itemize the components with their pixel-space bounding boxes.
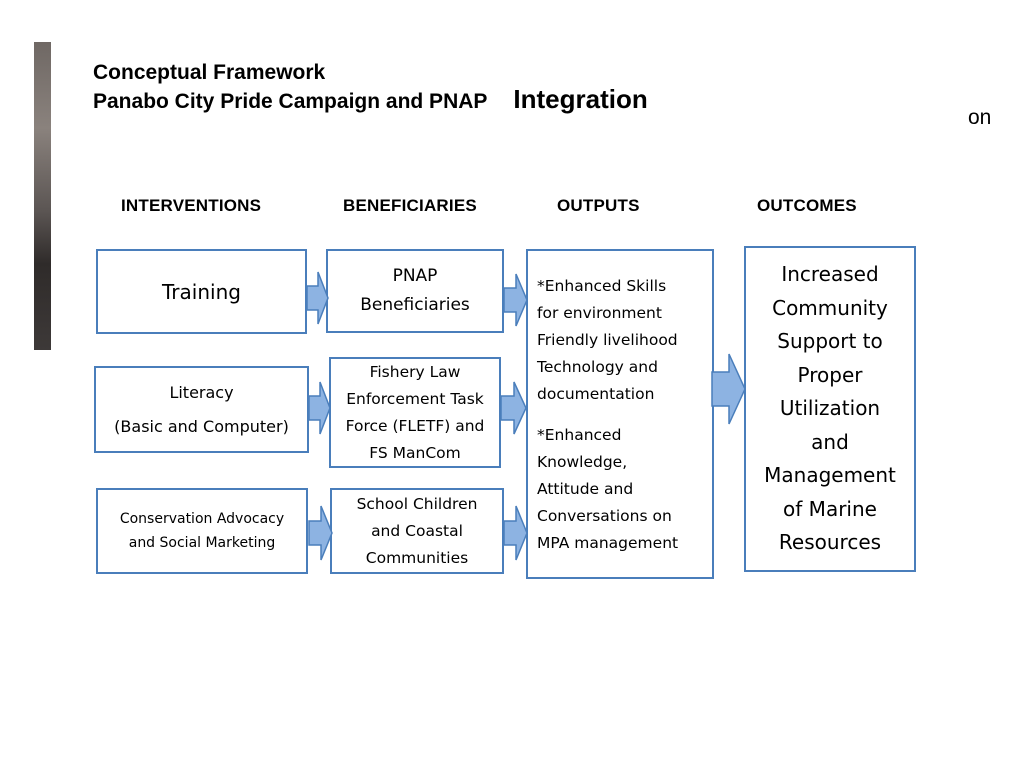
output-enhanced-knowledge: *Enhanced Knowledge, Attitude and Conver… (537, 426, 679, 552)
column-header-outputs: OUTPUTS (557, 196, 640, 215)
arrow-pnap-to-outputs (503, 273, 528, 327)
outputs-box: *Enhanced Skills for environment Friendl… (526, 249, 714, 579)
intervention-training: Training (96, 249, 307, 334)
title-line-1: Conceptual Framework (93, 61, 326, 84)
intervention-conservation-advocacy: Conservation Advocacy and Social Marketi… (96, 488, 308, 574)
side-photo-strip (34, 42, 51, 350)
arrow-fletf-to-outputs (500, 381, 527, 435)
arrow-conservation-to-school (308, 505, 333, 561)
slide-title: Conceptual Framework Panabo City Pride C… (93, 60, 648, 115)
arrow-training-to-pnap (306, 271, 329, 325)
outcome-box: Increased Community Support to Proper Ut… (744, 246, 916, 572)
arrow-literacy-to-fletf (308, 381, 331, 435)
column-header-outcomes: OUTCOMES (757, 196, 857, 215)
title-line-2: Panabo City Pride Campaign and PNAP Integ… (93, 86, 648, 115)
beneficiary-pnap: PNAP Beneficiaries (326, 249, 504, 333)
title-line-2-text: Panabo City Pride Campaign and PNAP (93, 90, 488, 113)
output-enhanced-skills: *Enhanced Skills for environment Friendl… (537, 277, 678, 403)
beneficiary-school-children: School Children and Coastal Communities (330, 488, 504, 574)
title-on-word: on (968, 106, 992, 129)
column-header-interventions: INTERVENTIONS (121, 196, 262, 215)
beneficiary-fletf: Fishery Law Enforcement Task Force (FLET… (329, 357, 501, 468)
title-integration: Integration (513, 84, 648, 114)
arrow-school-to-outputs (503, 505, 528, 561)
intervention-literacy: Literacy (Basic and Computer) (94, 366, 309, 453)
arrow-outputs-to-outcomes (711, 353, 746, 425)
column-header-beneficiaries: BENEFICIARIES (343, 196, 477, 215)
